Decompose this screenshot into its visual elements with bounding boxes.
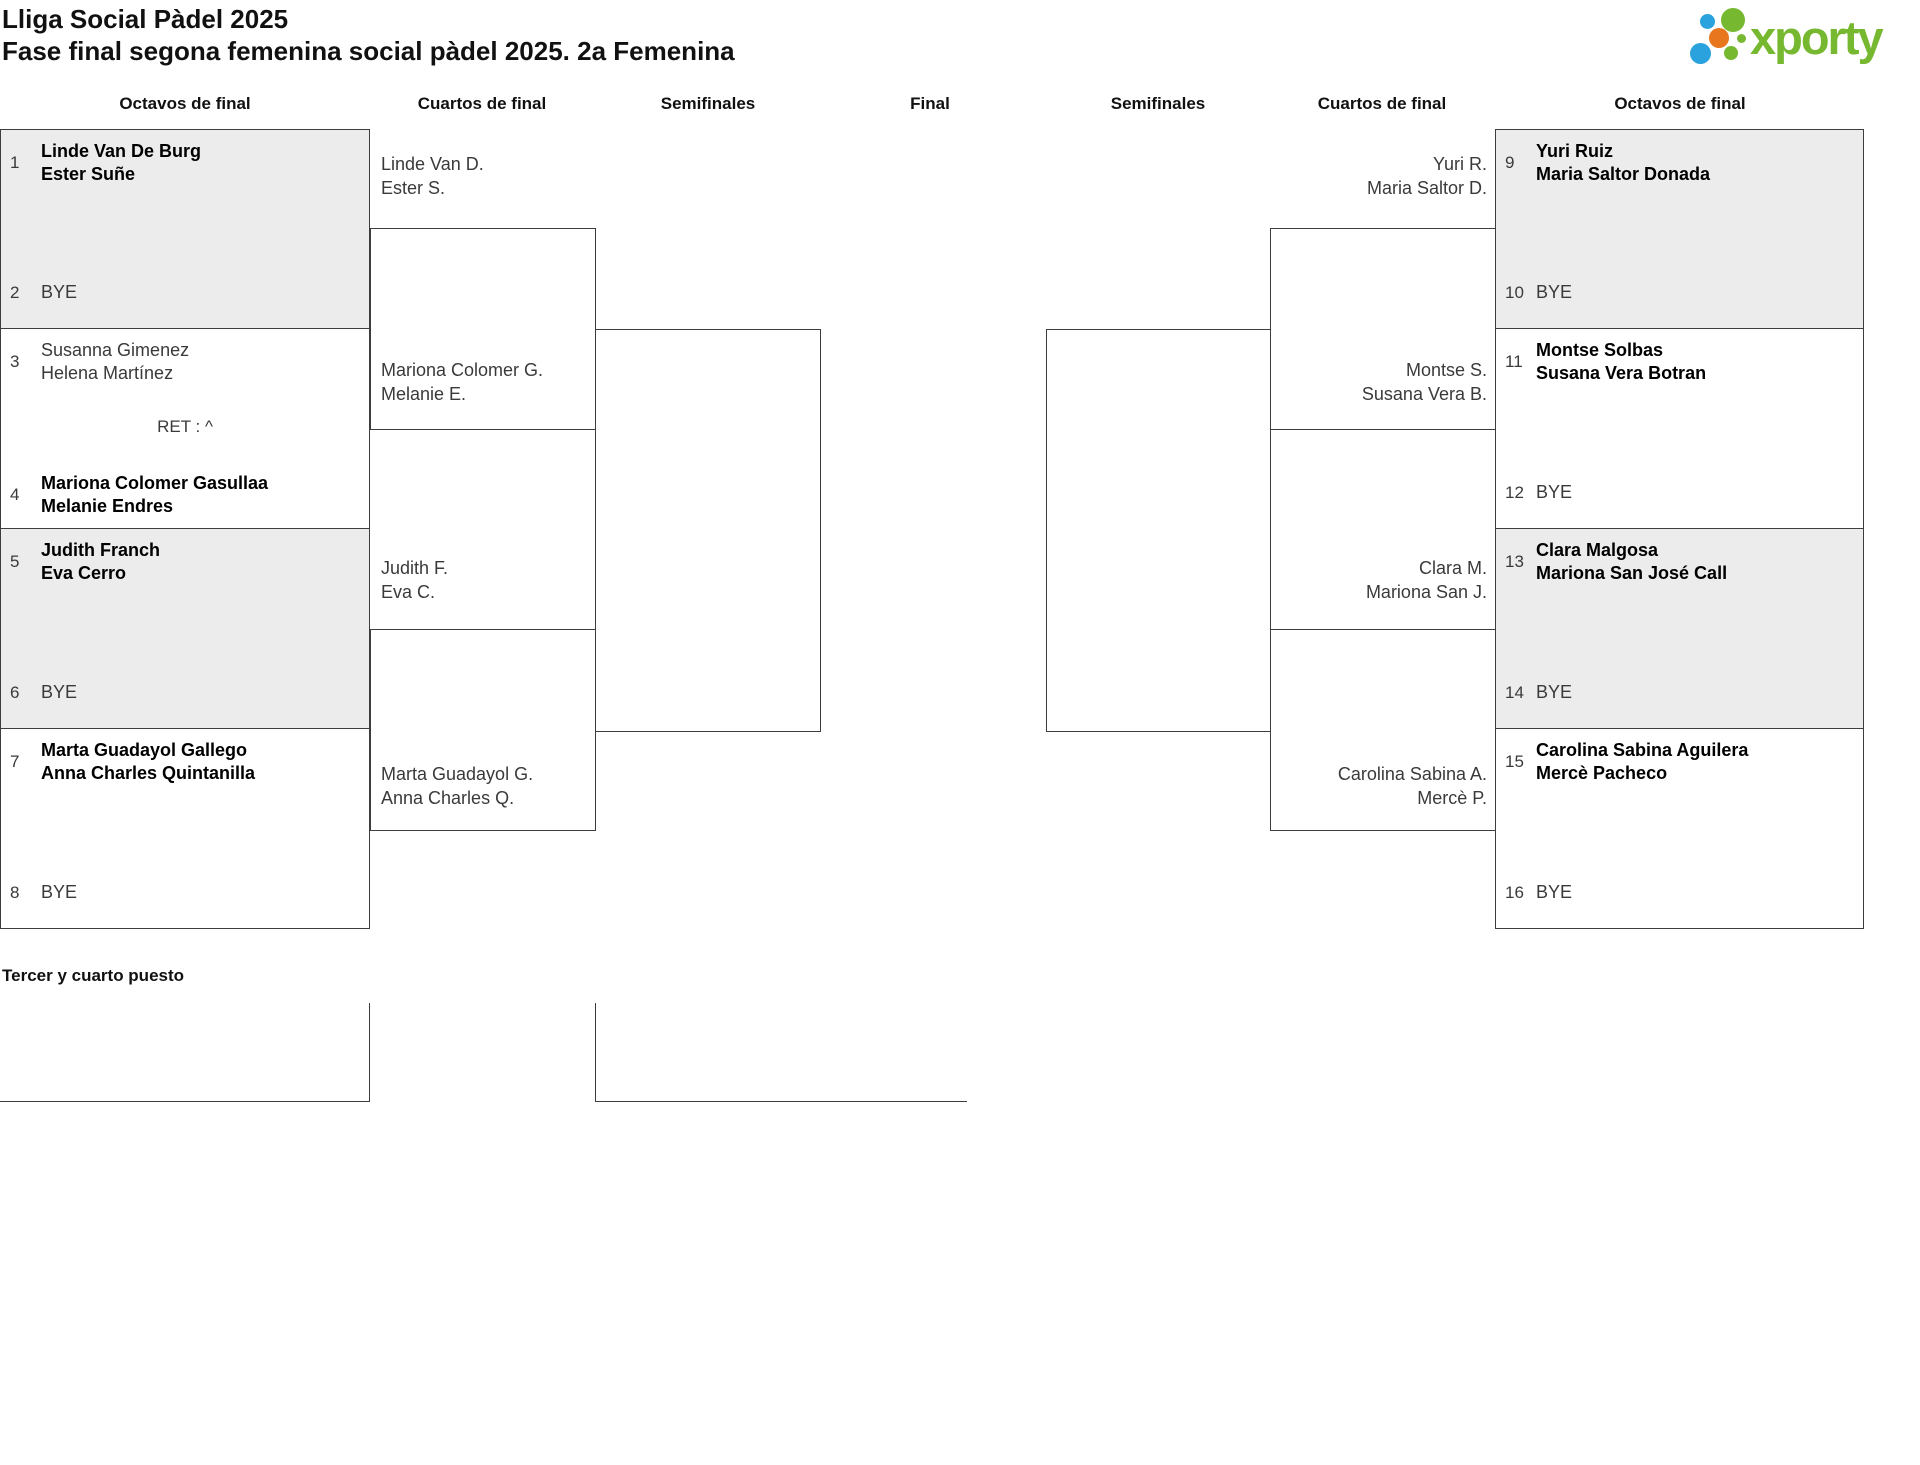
team-name: Mariona Colomer Gasullaa Melanie Endres (41, 473, 269, 516)
team-entry: 14 BYE (1505, 681, 1857, 704)
team-name: Susanna Gimenez Helena Martínez (41, 340, 190, 383)
team-name: Yuri Ruiz Maria Saltor Donada (1536, 141, 1711, 184)
team-name: Carolina Sabina Aguilera Mercè Pacheco (1536, 740, 1749, 783)
logo-dot-blue-large (1690, 43, 1711, 64)
bye-label: BYE (41, 882, 78, 902)
team-entry: 1 Linde Van De Burg Ester Suñe (10, 140, 363, 186)
seed-number: 3 (10, 352, 20, 371)
logo-dot-green-small (1724, 46, 1738, 60)
team-entry: 13 Clara Malgosa Mariona San José Call (1505, 539, 1857, 585)
round-header-semis-left: Semifinales (660, 94, 756, 113)
seed-number: 5 (10, 552, 20, 571)
match-box-seeds-15-16: 15 Carolina Sabina Aguilera Mercè Pachec… (1495, 728, 1864, 929)
seed-number: 10 (1505, 282, 1524, 302)
logo-dot-green-large (1721, 8, 1745, 32)
team-entry: 2 BYE (10, 281, 363, 304)
third-place-match-connector (0, 1003, 370, 1102)
team-entry: 5 Judith Franch Eva Cerro (10, 539, 363, 585)
team-name: Judith Franch Eva Cerro (41, 540, 161, 583)
match-box-seeds-5-6: 5 Judith Franch Eva Cerro 6 BYE (0, 528, 370, 729)
team-entry: 9 Yuri Ruiz Maria Saltor Donada (1505, 140, 1857, 186)
logo-wordmark: xporty (1750, 11, 1884, 64)
advancing-team: Mariona Colomer G.Melanie E. (381, 360, 544, 404)
seed-number: 7 (10, 752, 20, 771)
semifinal-connector-left (595, 329, 821, 732)
semifinal-connector-right (1046, 329, 1271, 732)
page-title: Lliga Social Pàdel 2025 (2, 4, 289, 34)
retirement-note: RET : ^ (157, 417, 213, 436)
match-box-seeds-9-10: 9 Yuri Ruiz Maria Saltor Donada 10 BYE (1495, 129, 1864, 329)
third-place-winner-connector (595, 1003, 967, 1102)
seed-number: 11 (1505, 352, 1523, 371)
team-name: Linde Van De Burg Ester Suñe (41, 141, 202, 184)
seed-number: 1 (10, 153, 20, 172)
advancing-team: Carolina Sabina A.Mercè P. (1337, 764, 1487, 808)
seed-number: 16 (1505, 882, 1524, 902)
bye-label: BYE (41, 282, 78, 302)
seed-number: 8 (10, 882, 20, 902)
team-entry: 8 BYE (10, 881, 363, 904)
advancing-team: Clara M.Mariona San J. (1365, 558, 1487, 602)
team-name: Montse Solbas Susana Vera Botran (1536, 340, 1707, 383)
team-entry: 6 BYE (10, 681, 363, 704)
seed-number: 13 (1505, 552, 1524, 571)
page-subtitle: Fase final segona femenina social pàdel … (2, 36, 735, 66)
match-box-seeds-7-8: 7 Marta Guadayol Gallego Anna Charles Qu… (0, 728, 370, 929)
team-name: Marta Guadayol Gallego Anna Charles Quin… (41, 740, 256, 783)
round-header-cuartos-left: Cuartos de final (417, 94, 547, 113)
bye-label: BYE (1536, 282, 1573, 302)
bye-label: BYE (1536, 482, 1573, 502)
team-entry: 16 BYE (1505, 881, 1857, 904)
logo-dot-blue-small (1700, 14, 1715, 29)
bye-label: BYE (41, 682, 78, 702)
team-entry: 11 Montse Solbas Susana Vera Botran (1505, 339, 1857, 385)
logo-dot-orange (1709, 28, 1729, 48)
bye-label: BYE (1536, 882, 1573, 902)
team-name: Clara Malgosa Mariona San José Call (1536, 540, 1728, 583)
advancing-team: Linde Van D.Ester S. (381, 154, 484, 198)
logo-dot-green-tiny (1737, 34, 1746, 43)
match-box-seeds-3-4: 3 Susanna Gimenez Helena Martínez RET : … (0, 328, 370, 529)
match-box-seeds-1-2: 1 Linde Van De Burg Ester Suñe 2 BYE (0, 129, 370, 329)
round-header-octavos-left: Octavos de final (119, 94, 251, 113)
advancing-team: Judith F.Eva C. (381, 558, 449, 602)
third-place-title: Tercer y cuarto puesto (2, 966, 185, 985)
team-entry: 7 Marta Guadayol Gallego Anna Charles Qu… (10, 739, 363, 785)
seed-number: 6 (10, 682, 20, 702)
seed-number: 14 (1505, 682, 1524, 702)
match-box-seeds-13-14: 13 Clara Malgosa Mariona San José Call 1… (1495, 528, 1864, 729)
team-entry: 12 BYE (1505, 481, 1857, 504)
bye-label: BYE (1536, 682, 1573, 702)
round-header-octavos-right: Octavos de final (1614, 94, 1746, 113)
advancing-team: Marta Guadayol G.Anna Charles Q. (381, 764, 534, 808)
round-header-final: Final (910, 94, 950, 113)
team-entry: 4 Mariona Colomer Gasullaa Melanie Endre… (10, 472, 363, 518)
round-header-semis-right: Semifinales (1110, 94, 1206, 113)
advancing-team: Yuri R.Maria Saltor D. (1366, 154, 1487, 198)
advancing-team: Montse S.Susana Vera B. (1361, 360, 1487, 404)
round-header-cuartos-right: Cuartos de final (1317, 94, 1447, 113)
team-entry: 15 Carolina Sabina Aguilera Mercè Pachec… (1505, 739, 1857, 785)
team-entry: 10 BYE (1505, 281, 1857, 304)
seed-number: 2 (10, 282, 20, 302)
seed-number: 15 (1505, 752, 1524, 771)
match-box-seeds-11-12: 11 Montse Solbas Susana Vera Botran 12 B… (1495, 328, 1864, 529)
seed-number: 4 (10, 485, 20, 504)
team-entry: 3 Susanna Gimenez Helena Martínez (10, 339, 363, 385)
seed-number: 9 (1505, 153, 1515, 172)
seed-number: 12 (1505, 482, 1524, 502)
